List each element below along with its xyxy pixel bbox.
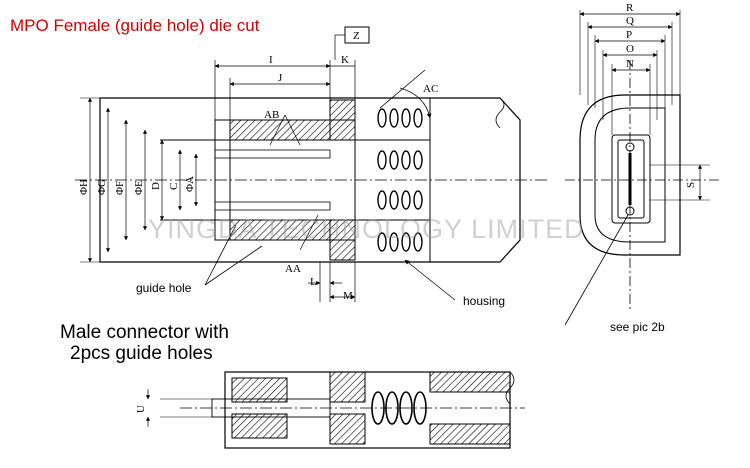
dim-c: C [168,183,180,190]
dim-s: S [685,182,697,188]
dim-o: O [626,43,634,55]
dim-a: ΦA [184,176,196,192]
dim-aa: AA [285,263,301,275]
see-pic-callout: see pic 2b [610,320,665,334]
caption-line-2: 2pcs guide holes [70,343,213,364]
male-connector-caption: Male connector with 2pcs guide holes [60,322,229,364]
front-end-view [564,10,720,326]
dim-ac: AC [423,83,438,95]
dim-k: K [341,54,349,66]
drawing-title: MPO Female (guide hole) die cut [10,16,260,35]
male-connector-view [145,371,525,449]
dim-g: ΦG [96,179,108,195]
caption-line-1: Male connector with [60,322,229,343]
dim-r: R [626,2,634,14]
guide-hole-callout: guide hole [136,281,192,295]
dim-i: I [269,54,273,66]
dim-n: N [626,58,634,70]
dim-h: ΦH [78,179,90,195]
dim-p: P [626,29,632,41]
dim-ab: AB [264,109,279,121]
dim-u: U [135,405,147,413]
dim-m: M [343,290,353,302]
dim-d: D [150,182,162,190]
dim-z: Z [353,30,360,42]
dimension-labels: Z K I J AC AB AA L M ΦH ΦG ΦF ΦE D C ΦA … [78,2,697,413]
dim-j: J [278,72,283,84]
dim-e: ΦE [133,180,145,195]
housing-callout: housing [463,294,506,308]
female-section-view [75,26,550,302]
dim-f: ΦF [114,181,126,195]
dim-l: L [310,276,317,288]
watermark: YINGDA TECHNOLOGY LIMITED [148,214,585,244]
dim-q: Q [626,15,634,27]
